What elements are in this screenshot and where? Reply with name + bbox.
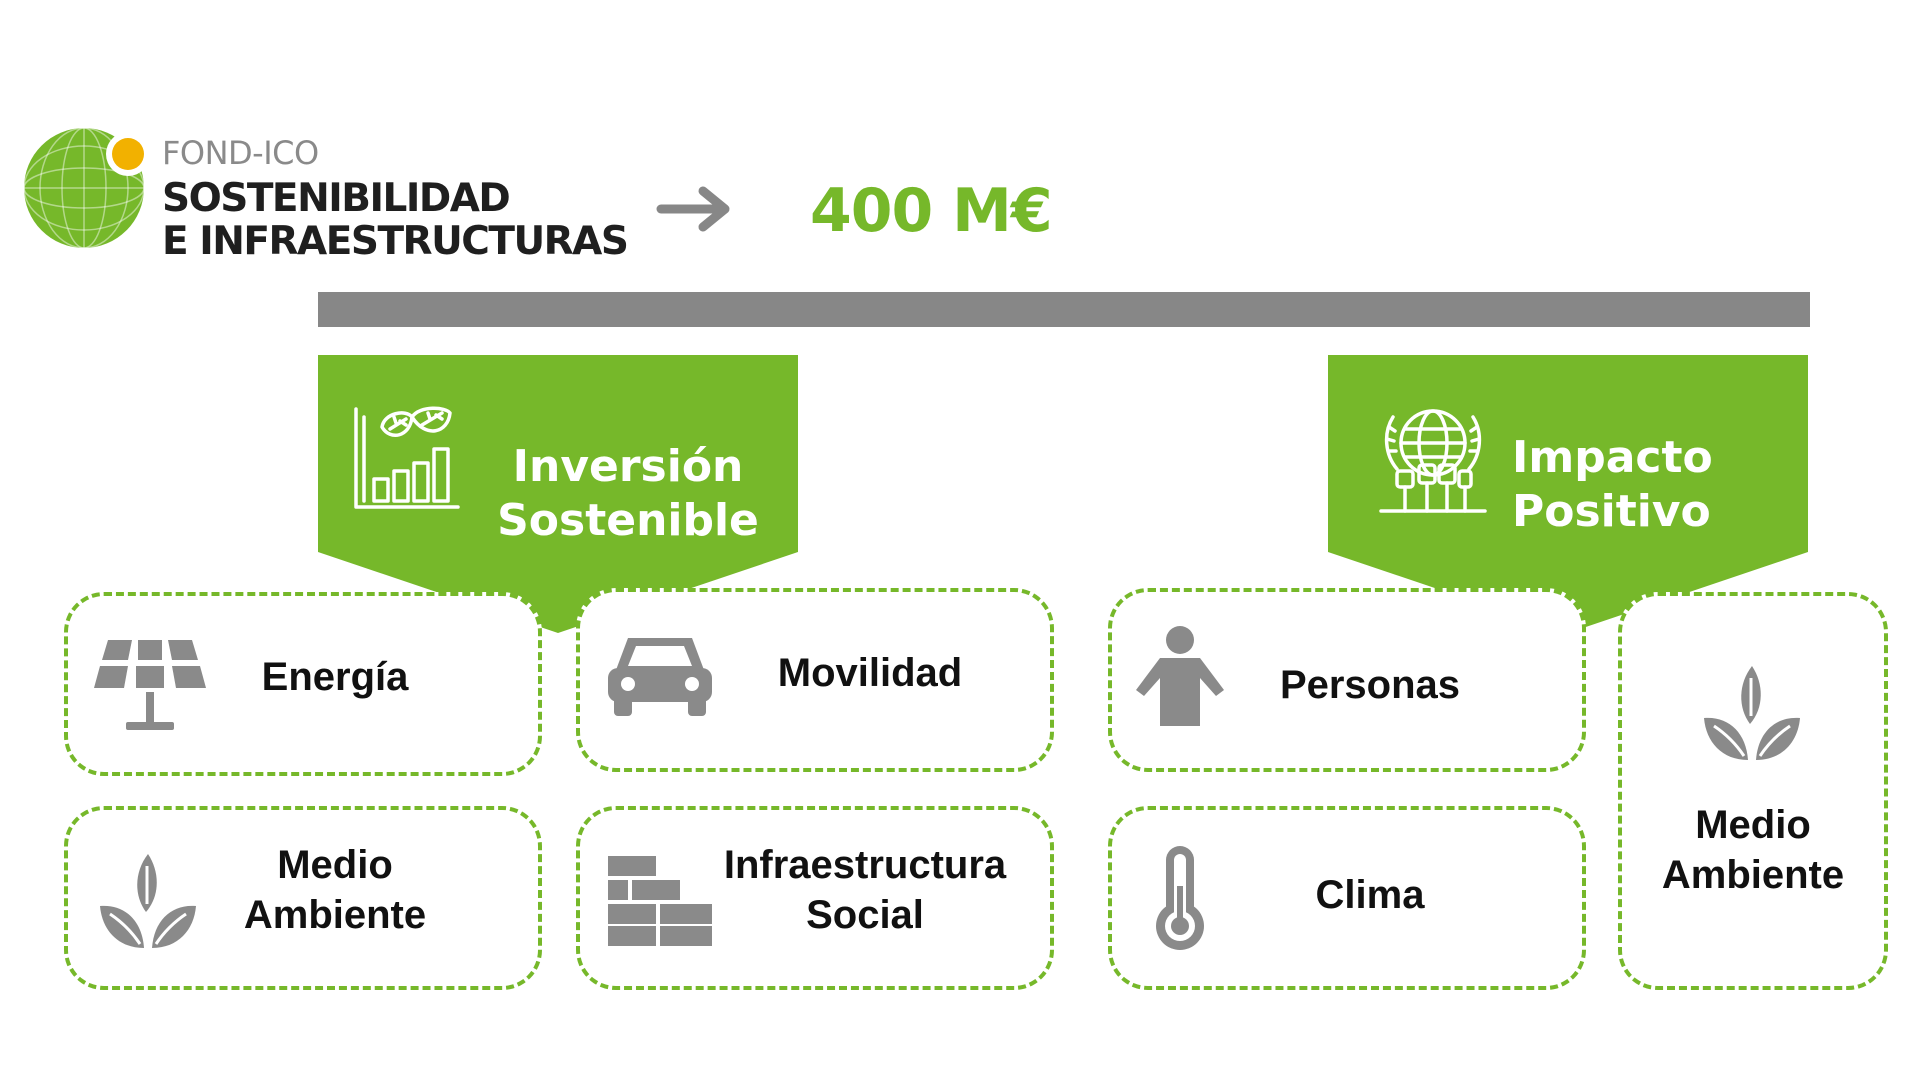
- plant-growth-chart-icon: [354, 406, 460, 509]
- infraestructura-label-line1: Infraestructura: [723, 843, 1007, 887]
- item-box-movilidad: [576, 588, 1054, 772]
- energia-label: Energía: [261, 655, 409, 699]
- leaves-icon: [1704, 666, 1800, 760]
- movilidad-label: Movilidad: [777, 651, 963, 695]
- impacto-title-line2: Positivo: [1512, 486, 1711, 537]
- brand-title-line2: E INFRAESTRUCTURAS: [162, 219, 629, 264]
- thermometer-icon: [1156, 846, 1204, 950]
- solar-panel-icon: [94, 640, 206, 730]
- globe-raised-fists-icon: [1379, 409, 1487, 513]
- bricks-icon: [608, 856, 712, 946]
- item-label-infraestructura-social: Infraestructura Social: [700, 840, 1030, 940]
- impacto-title-line1: Impacto: [1512, 432, 1713, 483]
- item-box-medio-ambiente-impacto: [1618, 592, 1888, 990]
- medio-ambiente-impacto-line2: Ambiente: [1661, 853, 1845, 897]
- inversion-title-line2: Sostenible: [497, 495, 759, 546]
- personas-label: Personas: [1279, 663, 1461, 707]
- banner-inversion-sostenible: [318, 355, 798, 633]
- leaves-icon: [100, 854, 196, 948]
- medio-ambiente-impacto-line1: Medio: [1695, 803, 1811, 847]
- brand-fondico-label: FOND-ICO: [162, 134, 319, 172]
- medio-ambiente-label-line1: Medio: [277, 843, 393, 887]
- item-label-movilidad: Movilidad: [740, 648, 1000, 698]
- person-icon: [1136, 626, 1224, 726]
- item-label-clima: Clima: [1240, 870, 1500, 920]
- allocation-bar: [318, 292, 1810, 327]
- impacto-positivo-title: Impacto Positivo: [1512, 431, 1772, 539]
- fondico-globe-logo-icon: [23, 127, 150, 249]
- car-icon: [608, 638, 712, 716]
- item-label-medio-ambiente: Medio Ambiente: [220, 840, 450, 940]
- inversion-title-line1: Inversión: [512, 441, 744, 492]
- clima-label: Clima: [1315, 873, 1425, 917]
- infraestructura-label-line2: Social: [806, 893, 924, 937]
- item-label-medio-ambiente-impacto: Medio Ambiente: [1628, 800, 1878, 900]
- inversion-sostenible-title: Inversión Sostenible: [478, 440, 778, 548]
- brand-title-line1: SOSTENIBILIDAD: [162, 176, 511, 221]
- arrow-right-icon: [656, 186, 730, 232]
- item-label-energia: Energía: [220, 652, 450, 702]
- medio-ambiente-label-line2: Ambiente: [243, 893, 427, 937]
- banner-impacto-positivo: [1328, 355, 1808, 633]
- item-label-personas: Personas: [1240, 660, 1500, 710]
- fund-amount: 400 M€: [810, 176, 1053, 246]
